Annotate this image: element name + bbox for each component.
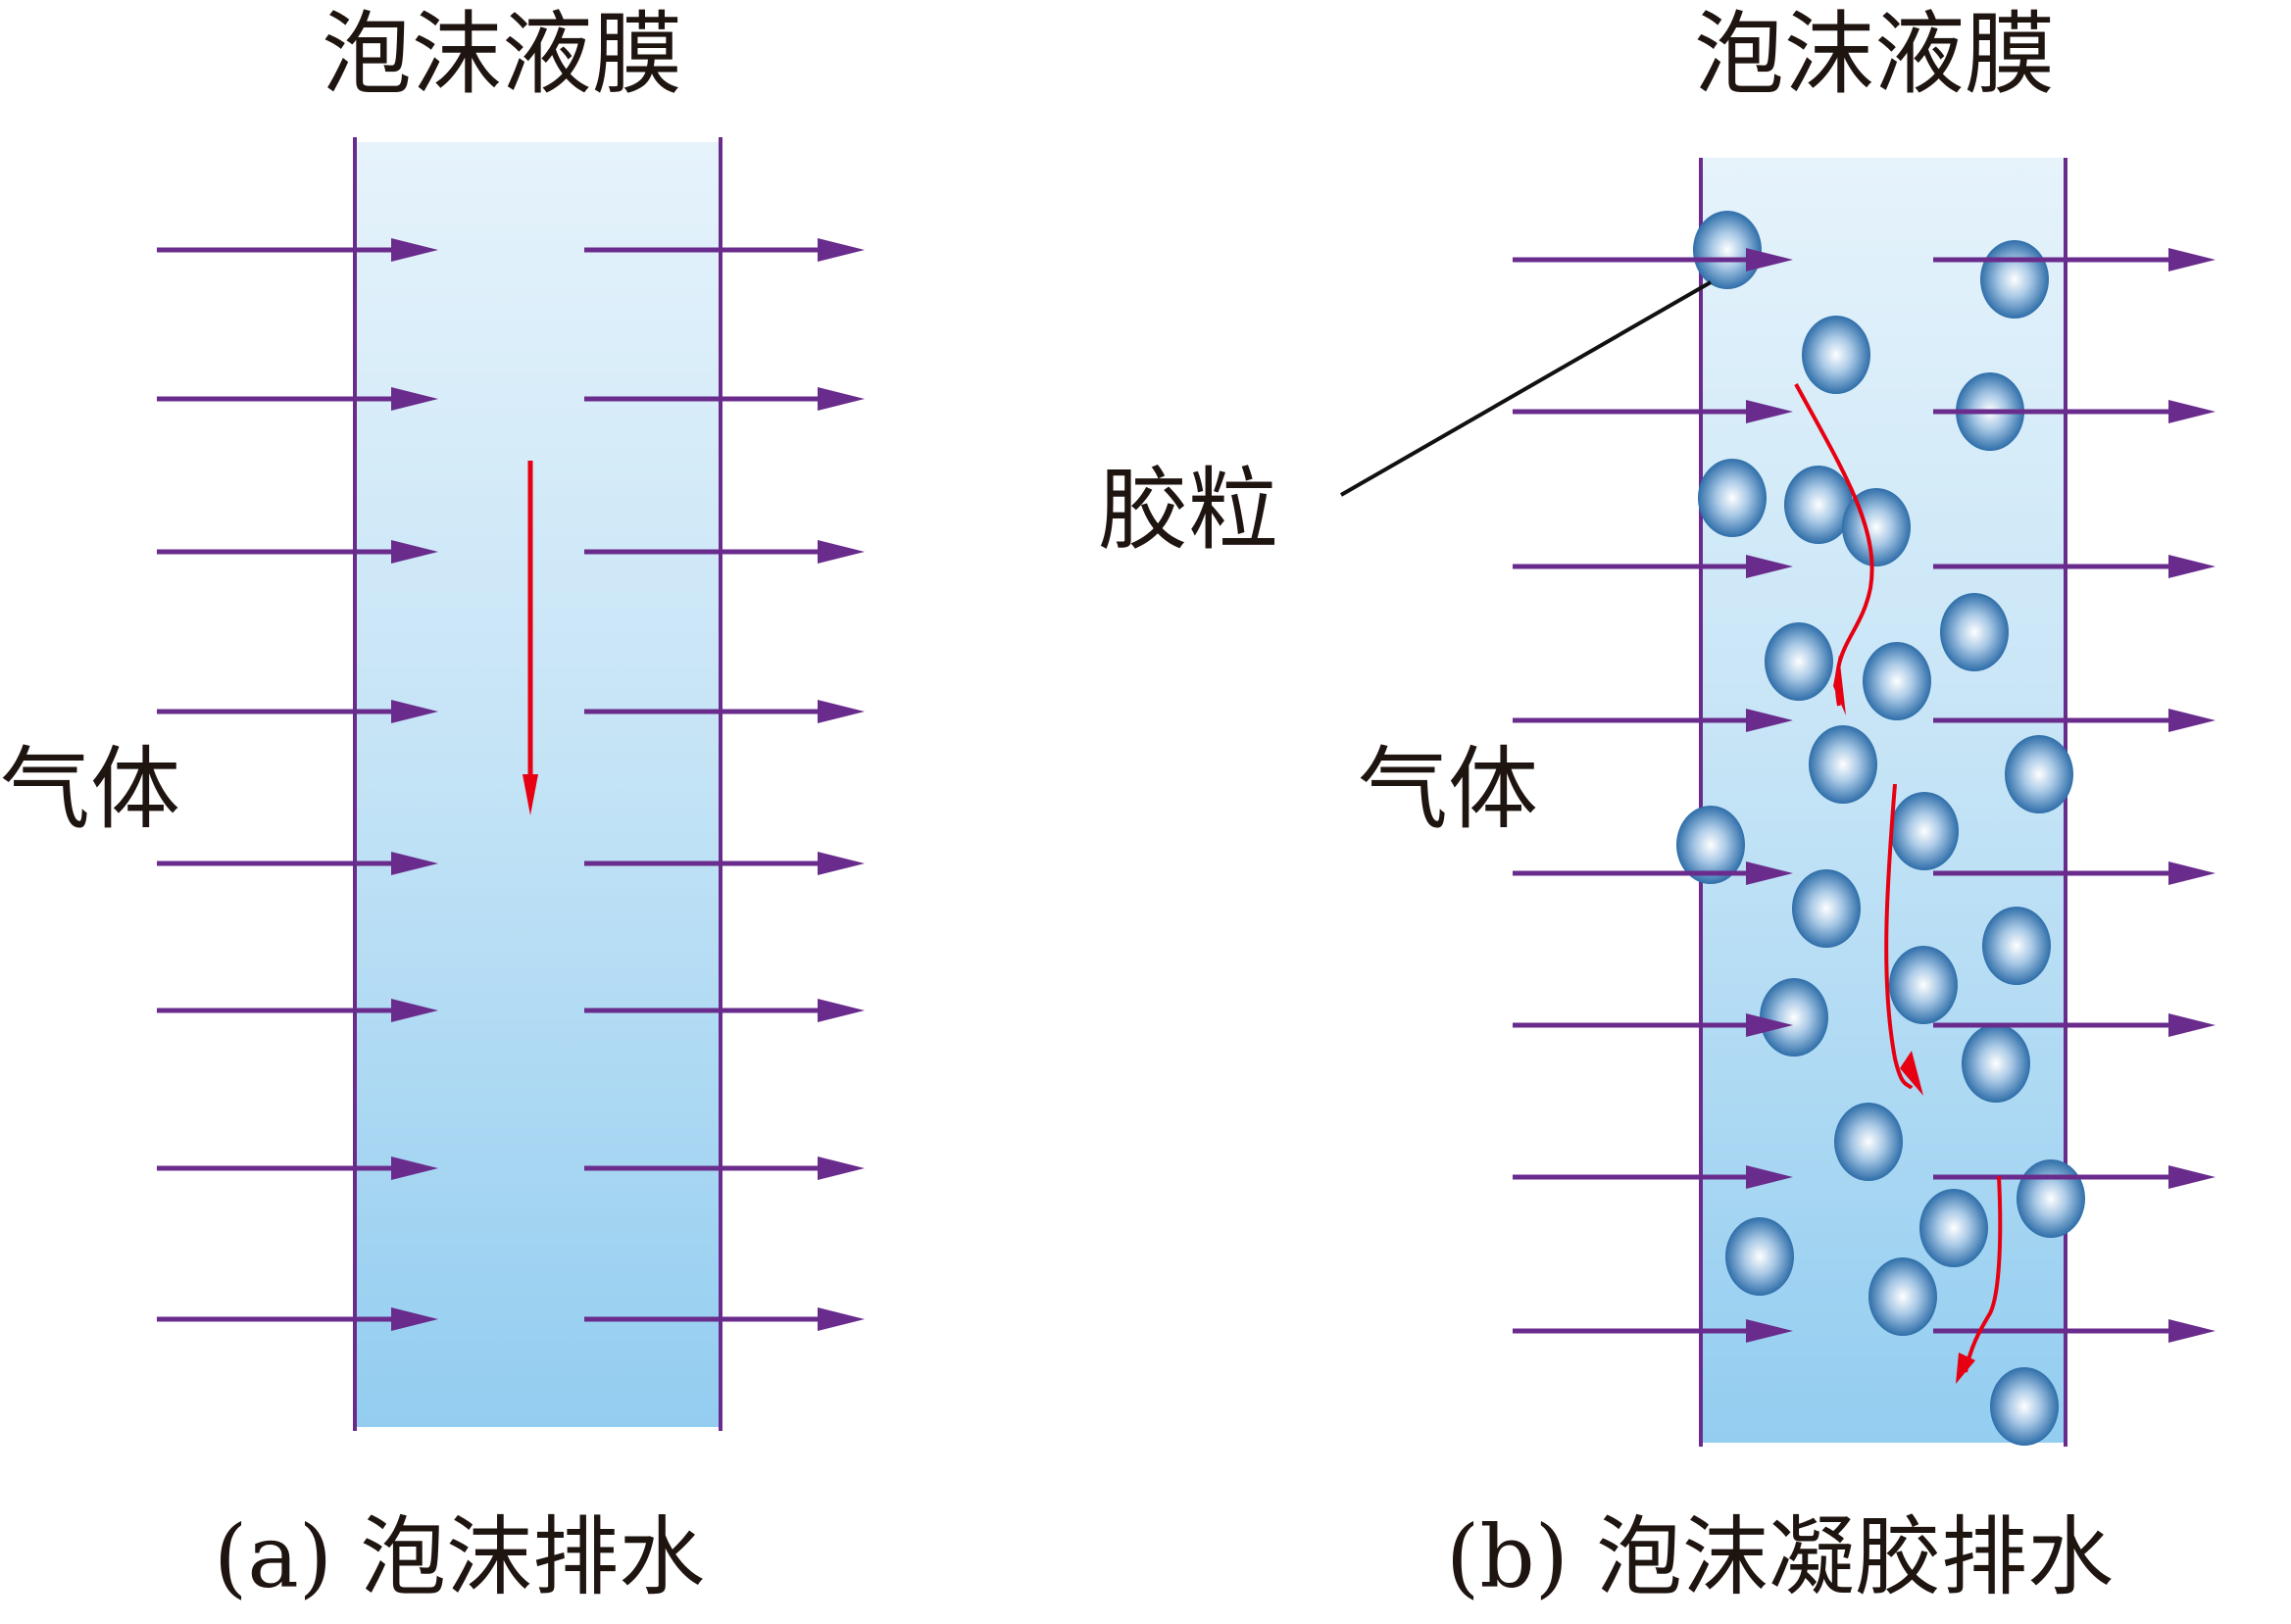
colloid-particle: [1980, 240, 2049, 319]
arrow-head-icon: [1746, 1319, 1793, 1343]
arrow-head-icon: [818, 238, 865, 262]
arrow-head-icon: [818, 999, 865, 1022]
panel-a-title: 泡沫液膜: [322, 2, 683, 107]
arrow-head-icon: [2168, 1319, 2216, 1343]
colloid-particle: [1842, 488, 1911, 566]
arrow-head-icon: [391, 999, 438, 1022]
arrow-head-icon: [391, 700, 438, 723]
colloid-particle: [1889, 946, 1958, 1024]
panel-b-gas-label: 气体: [1358, 737, 1539, 842]
colloid-particle-label: 胶粒: [1098, 458, 1279, 563]
colloid-particle: [1676, 806, 1745, 884]
colloid-particle: [1802, 316, 1870, 394]
arrow-head-icon: [391, 540, 438, 564]
arrow-head-icon: [2168, 709, 2216, 732]
colloid-particle: [1784, 466, 1853, 544]
panel-a-film: [353, 137, 722, 1431]
drain-path-1: [1794, 383, 1874, 707]
panel-b-gas-arrows: [1513, 248, 2216, 1343]
arrow-head-icon: [391, 1156, 438, 1180]
colloid-particle: [1760, 978, 1828, 1057]
colloid-particle: [1868, 1257, 1937, 1336]
panel-b-colloid-particles: [1676, 211, 2085, 1446]
arrow-head-icon: [1746, 709, 1793, 732]
arrow-head-icon: [818, 387, 865, 411]
colloid-particle: [1982, 907, 2051, 985]
arrow-head-icon: [2168, 248, 2216, 271]
arrow-head-icon: [2168, 400, 2216, 423]
arrow-head-icon: [818, 700, 865, 723]
arrow-head-icon: [391, 1307, 438, 1331]
arrow-head-icon: [818, 1307, 865, 1331]
panel-a-gas-arrows: [157, 238, 865, 1331]
arrow-head-icon: [818, 852, 865, 875]
colloid-particle: [1698, 459, 1767, 537]
colloid-particle: [1990, 1367, 2059, 1446]
colloid-particle: [1809, 725, 1877, 804]
colloid-particle: [2017, 1159, 2085, 1238]
arrow-head-icon: [2168, 1165, 2216, 1189]
colloid-particle: [1890, 792, 1959, 870]
panel-b-caption: (b) 泡沫凝胶排水: [1446, 1506, 2114, 1607]
arrow-head-icon: [1746, 1013, 1793, 1037]
panel-b-drain-paths: [1794, 383, 2003, 1384]
arrow-head-icon: [391, 238, 438, 262]
arrow-head-icon: [2168, 1013, 2216, 1037]
panel-a-gas-label: 气体: [0, 737, 181, 842]
arrow-head-icon: [1746, 1165, 1793, 1189]
colloid-particle: [1940, 593, 2009, 671]
colloid-particle: [1765, 622, 1833, 701]
drain-path-3: [1964, 1175, 2003, 1373]
arrow-head-icon: [1746, 400, 1793, 423]
colloid-particle: [1863, 642, 1931, 720]
arrow-head-icon: [818, 1156, 865, 1180]
arrow-head-icon: [818, 540, 865, 564]
colloid-particle: [1725, 1217, 1794, 1296]
drain-arrow-head-icon: [523, 774, 538, 815]
arrow-head-icon: [391, 852, 438, 875]
arrow-head-icon: [1746, 555, 1793, 578]
arrow-head-icon: [391, 387, 438, 411]
panel-b-title: 泡沫液膜: [1694, 2, 2056, 107]
colloid-particle: [1962, 1024, 2030, 1103]
colloid-particle: [1792, 869, 1861, 948]
arrow-head-icon: [1746, 861, 1793, 885]
arrow-head-icon: [2168, 555, 2216, 578]
arrow-head-icon: [1746, 248, 1793, 271]
panel-a-drain-arrow: [523, 461, 538, 815]
arrow-head-icon: [2168, 861, 2216, 885]
panel-a-caption: (a) 泡沫排水: [214, 1506, 706, 1607]
particle-label-leader-line: [1340, 280, 1712, 497]
colloid-particle: [1693, 211, 1762, 289]
colloid-particle: [1834, 1103, 1903, 1181]
colloid-particle: [1919, 1189, 1988, 1267]
drain-path-2: [1884, 783, 1914, 1090]
colloid-particle: [2005, 735, 2073, 813]
